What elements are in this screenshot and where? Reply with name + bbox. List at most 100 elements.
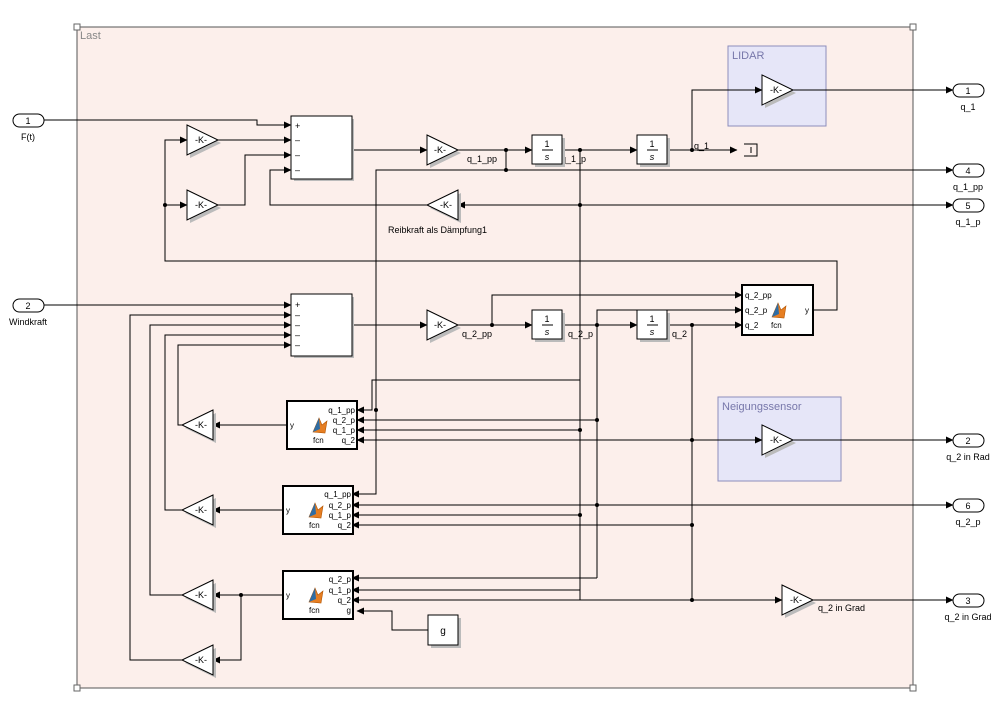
outport-q1-label: q_1: [960, 102, 975, 112]
fcn2-port-4: q_2: [338, 521, 352, 530]
outport-q2-grad-label: q_2 in Grad: [944, 612, 991, 622]
inport-2-num: 2: [25, 301, 30, 311]
integrator-1[interactable]: 1 s: [531, 134, 565, 167]
matlab-fcn-main[interactable]: q_2_pp q_2_p q_2 y fcn: [741, 284, 814, 336]
gain-reibkraft[interactable]: -K-: [425, 189, 461, 223]
signal-label-q2: q_2: [672, 329, 687, 339]
outport-q2-rad-num: 2: [965, 436, 970, 446]
outport-q2p-label: q_2_p: [955, 517, 980, 527]
gain-feedback-3[interactable]: -K-: [180, 579, 216, 613]
signal-label-q1: q_1: [694, 141, 709, 151]
gain-input-b[interactable]: -K-: [186, 189, 221, 223]
gain-rad-to-grad[interactable]: -K-: [781, 584, 816, 618]
sum-block-2[interactable]: + – – – –: [290, 293, 354, 358]
constant-g-label: g: [440, 626, 446, 637]
outport-q2-grad-num: 3: [965, 596, 970, 606]
outport-q1-num: 1: [965, 86, 970, 96]
gain-feedback-3-label: -K-: [195, 590, 207, 600]
matlab-logo-icon: [771, 302, 787, 319]
integrator-3[interactable]: 1 s: [531, 309, 565, 342]
sum1-sign-4: –: [295, 165, 300, 175]
terminator[interactable]: [744, 143, 758, 157]
gain-input-a[interactable]: -K-: [186, 124, 221, 158]
fcn2-name: fcn: [309, 521, 320, 530]
gain-rad-to-grad-label: -K-: [790, 595, 802, 605]
integrator-3-den: s: [545, 327, 550, 337]
inport-2[interactable]: 2 Windkraft: [9, 298, 48, 327]
outport-q2-rad[interactable]: 2 q_2 in Rad: [946, 433, 990, 462]
sum-block-1[interactable]: + – – –: [290, 115, 354, 181]
matlab-logo-icon: [308, 587, 324, 604]
fcn1-port-4: q_2: [342, 436, 356, 445]
outport-q1pp-num: 4: [965, 166, 970, 176]
gain-mass-1[interactable]: -K-: [426, 134, 461, 168]
area-neigungssensor-label: Neigungssensor: [722, 401, 802, 413]
outport-q1p-num: 5: [965, 201, 970, 211]
reibkraft-label: Reibkraft als Dämpfung1: [388, 225, 487, 235]
fcn1-port-3: q_1_p: [333, 426, 356, 435]
sum1-sign-3: –: [295, 150, 300, 160]
sum2-sign-1: +: [295, 300, 300, 310]
integrator-2[interactable]: 1 s: [636, 134, 670, 167]
fcn1-out: y: [290, 421, 294, 430]
branch-points: [163, 148, 694, 602]
fcn-main-name: fcn: [771, 321, 782, 330]
fcn-main-port-3: q_2: [745, 321, 759, 330]
outport-q2-grad[interactable]: 3 q_2 in Grad: [944, 593, 992, 622]
gain-feedback-1-label: -K-: [195, 420, 207, 430]
fcn2-port-3: q_1_p: [329, 511, 352, 520]
sum1-sign-1: +: [295, 121, 300, 131]
gain-reibkraft-label: -K-: [440, 200, 452, 210]
gain-neigungssensor[interactable]: -K-: [761, 424, 796, 458]
signal-lines: [44, 86, 954, 664]
gain-feedback-4-label: -K-: [195, 655, 207, 665]
fcn1-port-2: q_2_p: [333, 416, 356, 425]
signal-label-q1p: q_1_p: [561, 154, 586, 164]
inport-1[interactable]: 1 F(t): [12, 113, 45, 142]
signal-label-q2pp: q_2_pp: [462, 329, 492, 339]
integrator-1-num: 1: [544, 139, 549, 149]
outport-q2p[interactable]: 6 q_2_p: [952, 498, 985, 527]
outport-q1[interactable]: 1 q_1: [952, 83, 985, 112]
gain-input-b-label: -K-: [195, 200, 207, 210]
outport-q1p[interactable]: 5 q_1_p: [952, 198, 985, 227]
integrator-3-num: 1: [544, 314, 549, 324]
area-lidar-label: LIDAR: [732, 50, 764, 62]
outport-q1pp[interactable]: 4 q_1_pp: [952, 163, 985, 192]
gain-feedback-4[interactable]: -K-: [180, 644, 216, 678]
sum1-sign-2: –: [295, 135, 300, 145]
matlab-fcn-1[interactable]: q_1_pp q_2_p q_1_p q_2 y fcn: [286, 400, 358, 450]
matlab-fcn-2[interactable]: q_1_pp q_2_p q_1_p q_2 y fcn: [282, 485, 354, 535]
fcn3-name: fcn: [309, 606, 320, 615]
gain-feedback-1[interactable]: -K-: [180, 409, 216, 443]
area-lidar[interactable]: LIDAR: [727, 45, 827, 127]
matlab-logo-icon: [312, 417, 328, 434]
outport-q2p-num: 6: [965, 501, 970, 511]
signal-label-q2p: q_2_p: [568, 329, 593, 339]
matlab-logo-icon: [308, 502, 324, 519]
signal-labels: q_1_pp q_1_p q_1 q_2_pp q_2_p q_2 q_2 in…: [388, 141, 865, 613]
integrator-1-den: s: [545, 152, 550, 162]
integrator-4[interactable]: 1 s: [636, 309, 670, 342]
gain-lidar[interactable]: -K-: [761, 74, 796, 108]
gain-mass-2[interactable]: -K-: [426, 309, 461, 343]
outport-q1p-label: q_1_p: [955, 217, 980, 227]
gain-feedback-2-label: -K-: [195, 505, 207, 515]
fcn2-port-1: q_1_pp: [324, 490, 351, 499]
constant-g[interactable]: g: [427, 614, 461, 648]
fcn3-port-2: q_1_p: [329, 586, 352, 595]
inport-2-label: Windkraft: [9, 317, 48, 327]
subsystem-title: Last: [80, 30, 101, 42]
fcn3-port-4: g: [347, 606, 351, 615]
fcn3-port-1: q_2_p: [329, 575, 352, 584]
fcn-main-out: y: [805, 306, 809, 315]
fcn-main-port-2: q_2_p: [745, 306, 768, 315]
integrator-2-num: 1: [649, 139, 654, 149]
fcn2-out: y: [286, 506, 290, 515]
outport-q1pp-label: q_1_pp: [953, 182, 983, 192]
gain-feedback-2[interactable]: -K-: [180, 494, 216, 528]
fcn3-port-3: q_2: [338, 596, 352, 605]
matlab-fcn-3[interactable]: q_2_p q_1_p q_2 g y fcn: [282, 570, 354, 620]
signal-label-q1pp: q_1_pp: [467, 154, 497, 164]
